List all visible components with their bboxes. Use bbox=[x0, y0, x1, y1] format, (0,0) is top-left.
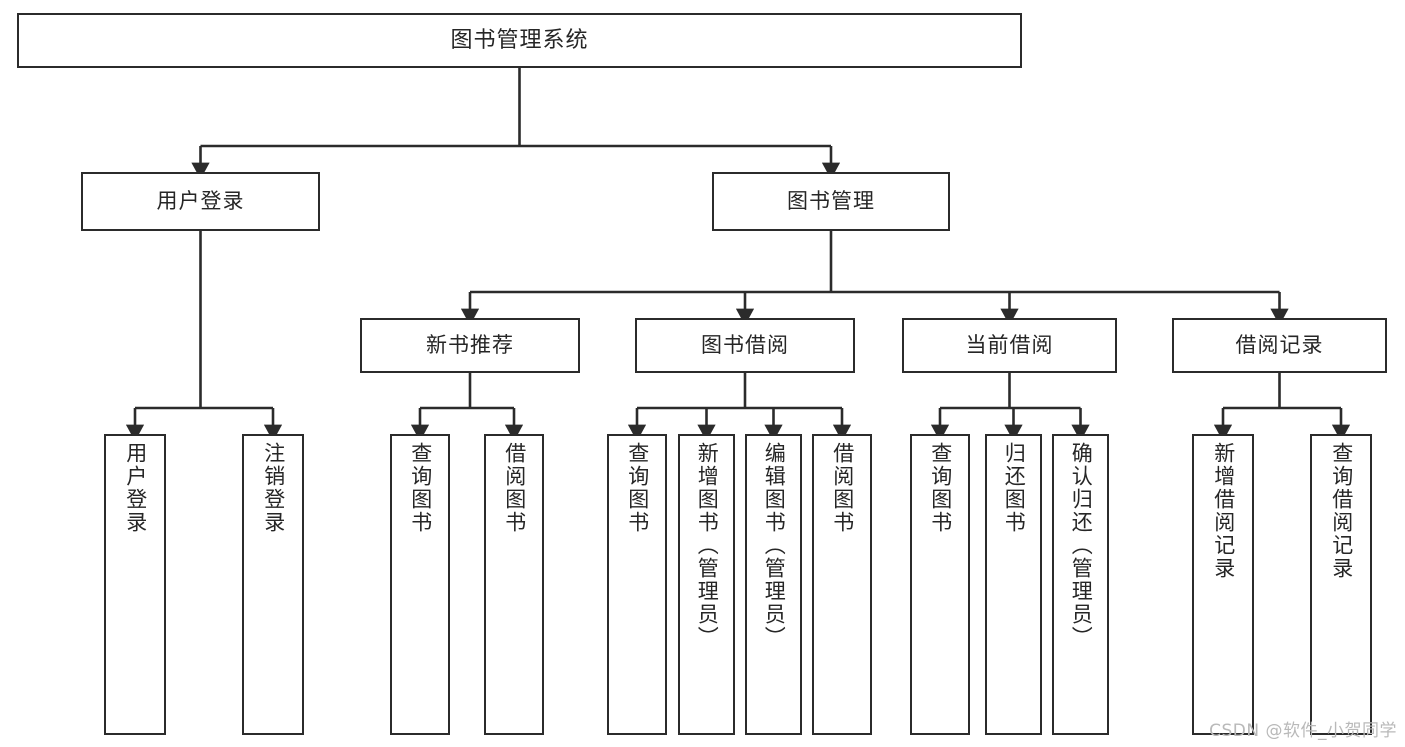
node-leaf-query-book-2: 查询图书 bbox=[607, 434, 667, 735]
node-label-leaf-query-book-2: 查询图书 bbox=[625, 442, 650, 534]
node-label-user-login: 用户登录 bbox=[156, 189, 245, 214]
node-label-borrow-record: 借阅记录 bbox=[1235, 333, 1324, 358]
node-leaf-add-record: 新增借阅记录 bbox=[1192, 434, 1254, 735]
node-leaf-user-login: 用户登录 bbox=[104, 434, 166, 735]
node-book-borrow: 图书借阅 bbox=[635, 318, 855, 373]
node-label-current-borrow: 当前借阅 bbox=[965, 333, 1054, 358]
node-borrow-record: 借阅记录 bbox=[1172, 318, 1387, 373]
node-label-leaf-borrow-book-2: 借阅图书 bbox=[830, 442, 855, 534]
node-label-leaf-add-book: 新增图书（管理员） bbox=[695, 442, 720, 649]
node-leaf-return-book: 归还图书 bbox=[985, 434, 1042, 735]
node-label-leaf-confirm-return: 确认归还（管理员） bbox=[1069, 442, 1094, 649]
node-leaf-query-book-3: 查询图书 bbox=[910, 434, 970, 735]
node-label-leaf-query-record: 查询借阅记录 bbox=[1329, 442, 1354, 580]
node-label-root: 图书管理系统 bbox=[450, 27, 589, 53]
watermark: CSDN @软件_小贺同学 bbox=[1209, 721, 1397, 741]
node-user-login: 用户登录 bbox=[81, 172, 320, 231]
node-leaf-logout: 注销登录 bbox=[242, 434, 304, 735]
node-label-new-book-rec: 新书推荐 bbox=[426, 333, 514, 358]
node-current-borrow: 当前借阅 bbox=[902, 318, 1117, 373]
node-book-manage: 图书管理 bbox=[712, 172, 950, 231]
node-label-leaf-edit-book: 编辑图书（管理员） bbox=[762, 442, 787, 649]
node-label-leaf-query-book-1: 查询图书 bbox=[408, 442, 433, 534]
node-label-leaf-logout: 注销登录 bbox=[261, 442, 286, 534]
node-leaf-borrow-book-2: 借阅图书 bbox=[812, 434, 872, 735]
node-label-leaf-user-login: 用户登录 bbox=[123, 442, 148, 534]
node-label-leaf-add-record: 新增借阅记录 bbox=[1211, 442, 1236, 580]
node-root: 图书管理系统 bbox=[17, 13, 1022, 68]
node-leaf-query-record: 查询借阅记录 bbox=[1310, 434, 1372, 735]
node-label-leaf-return-book: 归还图书 bbox=[1002, 442, 1027, 534]
node-label-leaf-borrow-book-1: 借阅图书 bbox=[502, 442, 527, 534]
node-leaf-query-book-1: 查询图书 bbox=[390, 434, 450, 735]
node-leaf-add-book: 新增图书（管理员） bbox=[678, 434, 735, 735]
node-label-book-manage: 图书管理 bbox=[787, 189, 875, 214]
node-leaf-borrow-book-1: 借阅图书 bbox=[484, 434, 544, 735]
node-label-leaf-query-book-3: 查询图书 bbox=[928, 442, 953, 534]
node-new-book-rec: 新书推荐 bbox=[360, 318, 580, 373]
node-leaf-edit-book: 编辑图书（管理员） bbox=[745, 434, 802, 735]
node-label-book-borrow: 图书借阅 bbox=[701, 333, 789, 358]
node-leaf-confirm-return: 确认归还（管理员） bbox=[1052, 434, 1109, 735]
